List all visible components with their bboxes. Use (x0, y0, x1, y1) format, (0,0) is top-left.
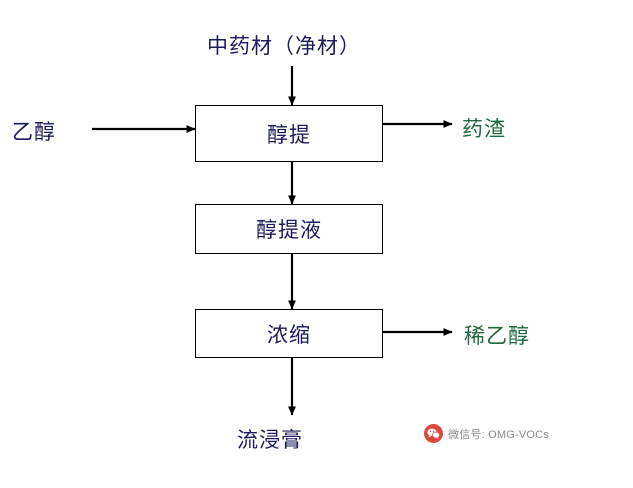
node-extract-liquid: 醇提液 (195, 204, 383, 254)
label-ethanol: 乙醇 (12, 121, 56, 144)
label-raw-material: 中药材（净材） (207, 35, 361, 58)
node-extraction-label: 醇提 (267, 123, 311, 147)
node-concentration: 浓缩 (195, 309, 383, 358)
label-dilute-ethanol: 稀乙醇 (464, 325, 530, 348)
node-extract-liquid-label: 醇提液 (256, 219, 322, 242)
watermark: 微信号: OMG-VOCs (424, 424, 549, 443)
node-extraction: 醇提 (195, 105, 383, 162)
label-fluid-extract: 流浸膏 (237, 429, 303, 452)
wechat-icon (424, 424, 443, 443)
label-herb-residue: 药渣 (462, 118, 506, 141)
watermark-text: 微信号: OMG-VOCs (448, 428, 549, 441)
node-concentration-label: 浓缩 (267, 323, 311, 347)
